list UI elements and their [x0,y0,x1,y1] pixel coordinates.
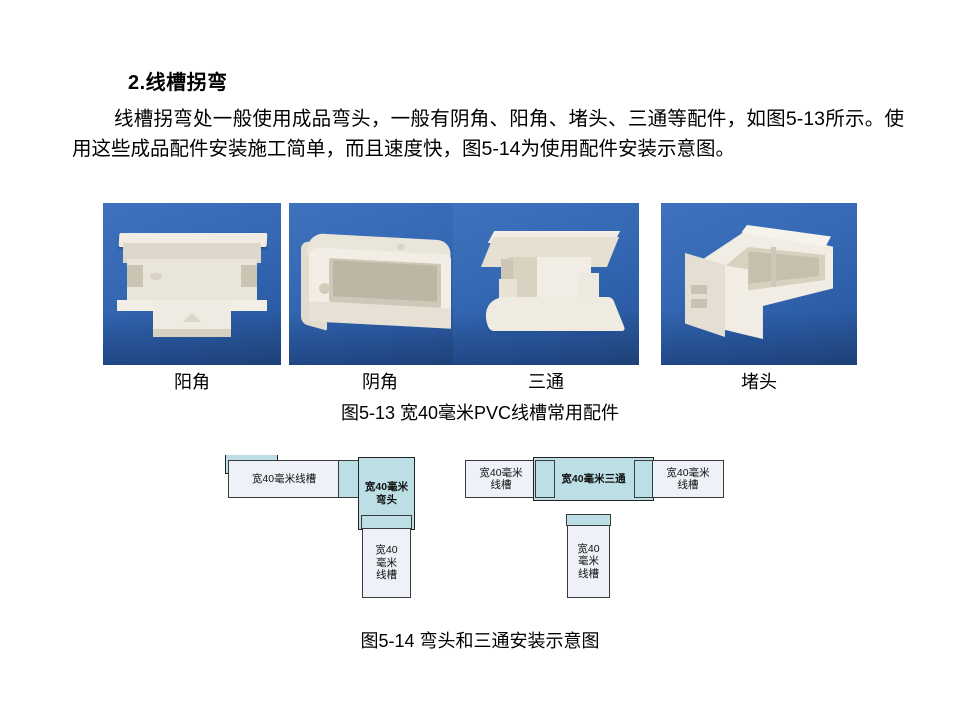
photo-internal-corner [289,203,471,365]
elbow-socket-vertical [361,515,412,529]
section-heading: 2.线槽拐弯 [128,72,228,94]
tee-vertical-duct-line3: 线槽 [578,567,599,580]
figure-5-13-caption: 图5-13 宽40毫米PVC线槽常用配件 [340,403,620,423]
part-lug-right [579,273,599,297]
photo-label-external-corner: 阳角 [174,372,210,392]
part-dimple-left [319,283,330,294]
photo-end-cap [661,203,857,365]
tee-vertical-duct-line2: 毫米 [578,555,599,568]
part-cavity-inner [333,260,437,302]
part-skirt-left [117,300,159,311]
part-lug-upper [691,285,707,294]
tee-right-duct-line1: 宽40毫米 [666,466,710,479]
part-bottom-flange [476,297,626,331]
part-triangle-mark [183,313,201,322]
part-dimple-top [397,244,405,250]
part-top-face [123,243,261,263]
tee-right-duct: 宽40毫米 线槽 [652,460,724,498]
figure-5-13-photo-strip [103,203,857,365]
part-rail [771,247,776,287]
elbow-fitting-label-line2: 弯头 [376,493,397,506]
elbow-fitting-label-line1: 宽40毫米 [364,481,409,493]
photo-label-end-cap: 堵头 [741,372,777,392]
photo-external-corner [103,203,281,365]
elbow-vertical-duct-line2: 毫米 [376,556,397,569]
part-notch-right [241,265,257,287]
tee-socket-right [634,460,654,498]
elbow-vertical-duct: 宽40 毫米 线槽 [362,528,411,598]
tee-left-duct: 宽40毫米 线槽 [465,460,537,498]
part-left-face [685,253,725,337]
figure-5-13-labels: 阳角 阴角 三通 堵头 [103,368,857,394]
tee-left-duct-line1: 宽40毫米 [479,466,523,479]
elbow-socket-horizontal [338,460,360,498]
tee-right-duct-line2: 线槽 [677,479,699,491]
part-skirt-right [225,300,267,311]
part-body [127,259,257,305]
tee-vertical-duct: 宽40 毫米 线槽 [567,525,610,598]
photo-label-tee: 三通 [528,372,564,392]
figure-5-14-diagram: 宽40毫米线槽 宽40毫米 弯头 宽40 毫米 线槽 宽40毫米 线槽 宽40毫… [225,455,725,615]
part-leg-shade [153,329,231,337]
tee-vertical-duct-line1: 宽40 [577,542,600,555]
tee-socket-left [535,460,555,498]
elbow-vertical-duct-line3: 线槽 [376,569,397,582]
part-notch-left [127,265,143,287]
photo-label-internal-corner: 阴角 [362,372,398,392]
part-lug-left [499,279,517,301]
figure-5-14-caption: 图5-14 弯头和三通安装示意图 [360,631,600,651]
tee-left-duct-line2: 线槽 [490,479,512,491]
elbow-horizontal-duct: 宽40毫米线槽 [228,460,340,498]
part-lug-lower [691,299,707,308]
part-dimple [150,273,162,280]
elbow-vertical-duct-line1: 宽40 [375,544,398,557]
photo-tee-fitting [453,203,639,365]
body-paragraph: 线槽拐弯处一般使用成品弯头，一般有阴角、阳角、堵头、三通等配件，如图5-13所示… [72,108,904,160]
